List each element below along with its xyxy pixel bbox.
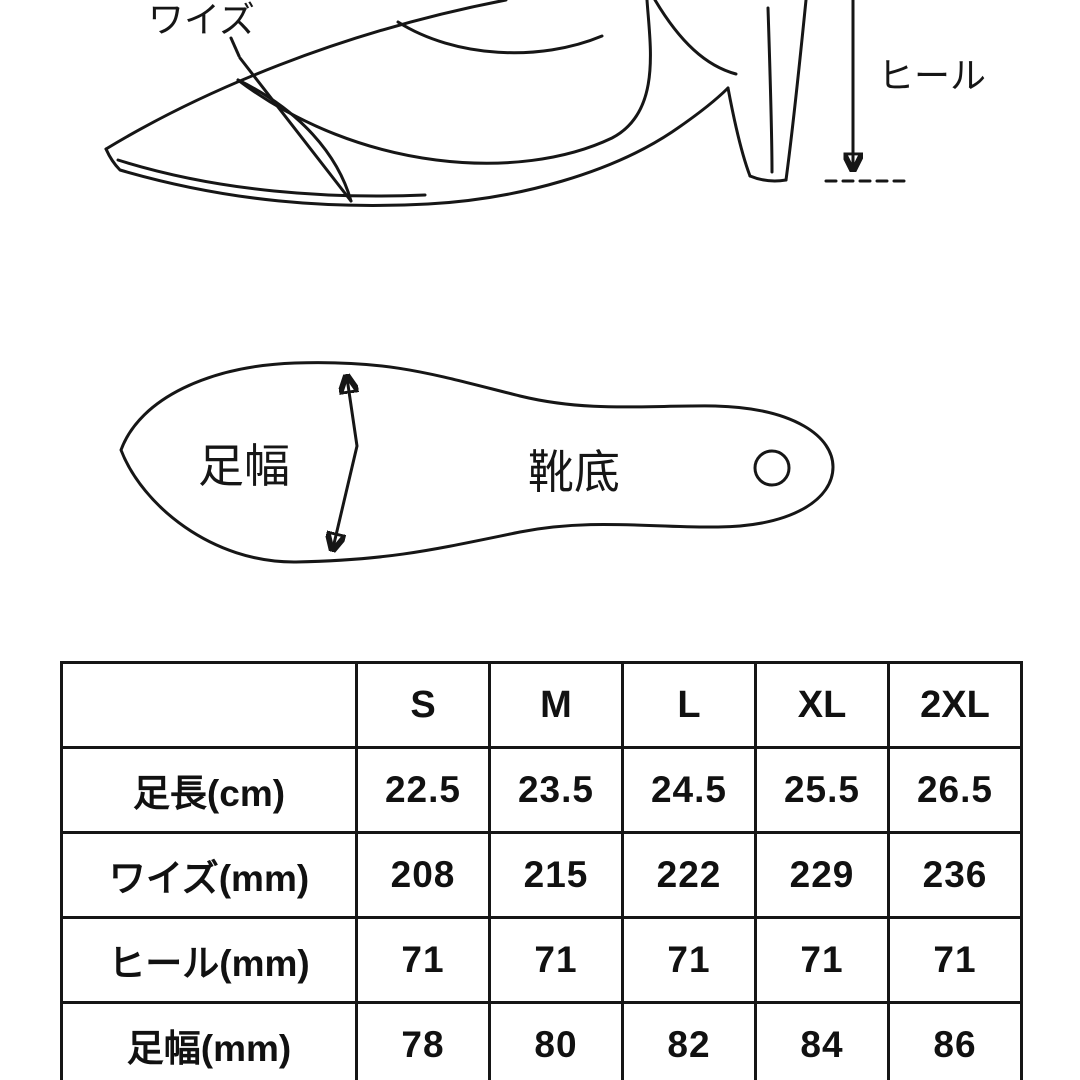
pump-side-view-drawing bbox=[104, 0, 808, 207]
heel-bottom-edge bbox=[748, 174, 788, 183]
pump-back-seam-path bbox=[653, 0, 738, 76]
table-cell: 236 bbox=[887, 831, 1023, 919]
pump-sole-inner-line bbox=[116, 158, 427, 198]
size-column-header-xl: XL bbox=[754, 661, 890, 749]
width-measure: ワイズ bbox=[148, 0, 353, 203]
table-cell: 71 bbox=[355, 916, 491, 1004]
sole-bottom-view-drawing: 足幅 靴底 bbox=[119, 361, 835, 564]
heel-front-edge bbox=[726, 86, 752, 178]
shoe-diagrams: ワイズ ヒール 足幅 靴底 bbox=[104, 0, 986, 564]
pump-topline-path bbox=[104, 0, 508, 151]
size-table: S M L XL 2XL 足長(cm) 22.5 23.5 24.5 25.5 … bbox=[60, 661, 1023, 1080]
foot-width-arrow bbox=[333, 378, 357, 548]
pump-insole-curve bbox=[396, 20, 604, 55]
table-cell: 71 bbox=[621, 916, 757, 1004]
heel-inner-line bbox=[766, 6, 774, 174]
table-cell: 71 bbox=[887, 916, 1023, 1004]
table-cell: 222 bbox=[621, 831, 757, 919]
heel-back-edge bbox=[784, 0, 808, 182]
size-column-header-2xl: 2XL bbox=[887, 661, 1023, 749]
table-cell: 84 bbox=[754, 1001, 890, 1080]
table-cell: 71 bbox=[488, 916, 624, 1004]
row-label-heel: ヒール(mm) bbox=[60, 916, 358, 1004]
table-cell: 23.5 bbox=[488, 746, 624, 834]
sole-label: 靴底 bbox=[528, 446, 620, 498]
table-header-row: S M L XL 2XL bbox=[60, 661, 1023, 749]
table-cell: 80 bbox=[488, 1001, 624, 1080]
pump-sole-edge-path bbox=[104, 86, 730, 207]
table-cell: 215 bbox=[488, 831, 624, 919]
table-row-foot-width: 足幅(mm) 78 80 82 84 86 bbox=[60, 1001, 1023, 1080]
size-column-header-l: L bbox=[621, 661, 757, 749]
table-row-width: ワイズ(mm) 208 215 222 229 236 bbox=[60, 831, 1023, 919]
pump-opening-path bbox=[236, 0, 652, 165]
table-cell: 78 bbox=[355, 1001, 491, 1080]
heel-tip-circle bbox=[753, 449, 791, 487]
table-cell: 82 bbox=[621, 1001, 757, 1080]
heel-measure: ヒール bbox=[824, 0, 986, 183]
foot-width-label: 足幅 bbox=[198, 440, 290, 492]
size-column-header-m: M bbox=[488, 661, 624, 749]
table-cell: 26.5 bbox=[887, 746, 1023, 834]
sole-outline-path bbox=[119, 361, 835, 564]
pump-vamp-curve bbox=[236, 78, 353, 203]
heel-measure-label: ヒール bbox=[878, 55, 986, 96]
width-measure-leader bbox=[229, 36, 241, 58]
row-label-foot-length: 足長(cm) bbox=[60, 746, 358, 834]
width-measure-line bbox=[238, 56, 353, 203]
table-cell: 71 bbox=[754, 916, 890, 1004]
table-cell: 208 bbox=[355, 831, 491, 919]
table-cell: 22.5 bbox=[355, 746, 491, 834]
table-cell: 229 bbox=[754, 831, 890, 919]
table-row-heel: ヒール(mm) 71 71 71 71 71 bbox=[60, 916, 1023, 1004]
header-empty-cell bbox=[60, 661, 358, 749]
width-measure-label: ワイズ bbox=[148, 0, 255, 40]
size-column-header-s: S bbox=[355, 661, 491, 749]
table-cell: 25.5 bbox=[754, 746, 890, 834]
table-cell: 24.5 bbox=[621, 746, 757, 834]
table-cell: 86 bbox=[887, 1001, 1023, 1080]
table-row-foot-length: 足長(cm) 22.5 23.5 24.5 25.5 26.5 bbox=[60, 746, 1023, 834]
row-label-foot-width: 足幅(mm) bbox=[60, 1001, 358, 1080]
row-label-width: ワイズ(mm) bbox=[60, 831, 358, 919]
